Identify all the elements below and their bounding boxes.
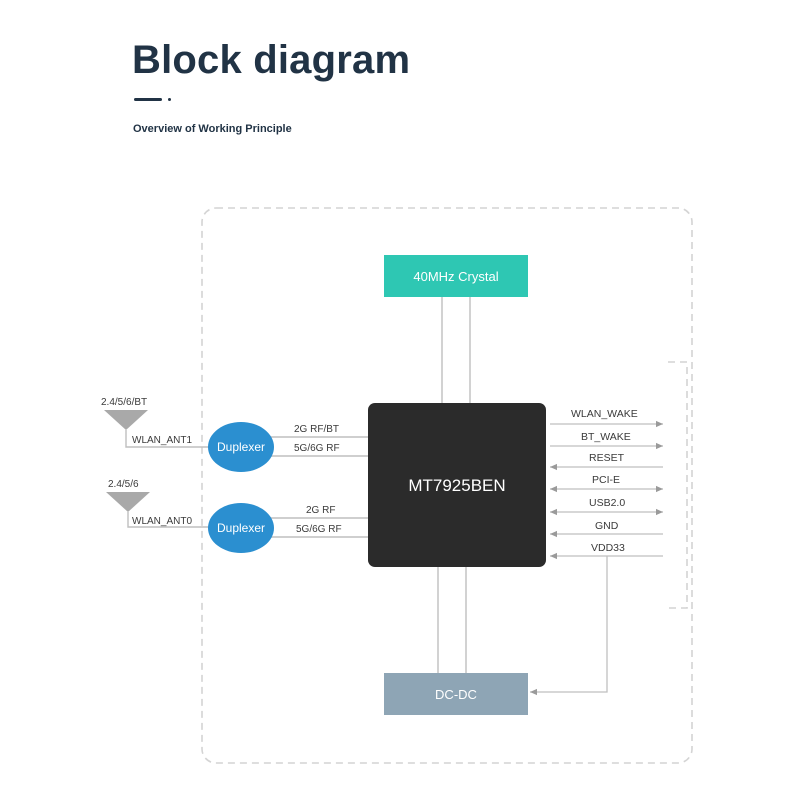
antenna-0-band: 2.4/5/6 [108, 479, 139, 490]
signal-label: USB2.0 [589, 497, 625, 509]
crystal-box [384, 255, 528, 297]
antenna-0: 2.4/5/6 WLAN_ANT0 [106, 479, 210, 528]
duplexer-1: Duplexer 2G RF/BT 5G/6G RF [208, 422, 368, 472]
edge-connector-outline [668, 361, 688, 609]
dcdc-label: DC-DC [435, 687, 477, 702]
signal-vdd33: VDD33 [530, 542, 663, 696]
signal-label: WLAN_WAKE [571, 408, 638, 420]
antenna-1-feed-line [125, 430, 210, 448]
signal-label: RESET [589, 452, 625, 464]
duplexer-1-rf-top: 2G RF/BT [294, 424, 339, 435]
antenna-icon [106, 492, 150, 512]
duplexer-0: Duplexer 2G RF 5G/6G RF [208, 503, 368, 553]
signal-label: VDD33 [591, 542, 625, 554]
title-underline [134, 98, 162, 101]
dcdc-block: DC-DC [384, 673, 528, 715]
antenna-icon [104, 410, 148, 430]
antenna-1: 2.4/5/6/BT WLAN_ANT1 [101, 397, 210, 448]
duplexer-1-shape [208, 422, 274, 472]
antenna-0-name: WLAN_ANT0 [132, 516, 192, 527]
signal-pci-e: PCI-E [550, 474, 663, 493]
page-title: Block diagram [132, 38, 411, 82]
crystal-label: 40MHz Crystal [413, 269, 498, 284]
signal-bt-wake: BT_WAKE [550, 431, 663, 450]
antenna-0-feed-line [127, 512, 210, 528]
title-underline-dot [168, 98, 171, 101]
duplexer-0-shape [208, 503, 274, 553]
signal-label: BT_WAKE [581, 431, 631, 443]
dcdc-box [384, 673, 528, 715]
signal-gnd: GND [550, 520, 663, 538]
duplexer-1-label: Duplexer [217, 440, 265, 454]
duplexer-0-rf-bottom: 5G/6G RF [296, 524, 342, 535]
vdd33-to-dcdc-line [530, 556, 608, 696]
chip-label: MT7925BEN [408, 476, 505, 495]
antenna-1-name: WLAN_ANT1 [132, 435, 192, 446]
chip-box [368, 403, 546, 567]
signal-label: GND [595, 520, 619, 532]
duplexer-1-rf-bottom: 5G/6G RF [294, 443, 340, 454]
antenna-1-band: 2.4/5/6/BT [101, 397, 147, 408]
duplexer-0-rf-top: 2G RF [306, 505, 335, 516]
duplexer-0-label: Duplexer [217, 521, 265, 535]
chip-block: MT7925BEN [368, 403, 546, 567]
signal-usb2: USB2.0 [550, 497, 663, 516]
signal-wlan-wake: WLAN_WAKE [550, 408, 663, 428]
page-subtitle: Overview of Working Principle [133, 123, 292, 135]
crystal-block: 40MHz Crystal [384, 255, 528, 297]
signal-reset: RESET [550, 452, 663, 471]
signal-label: PCI-E [592, 474, 620, 486]
module-outline [201, 207, 693, 764]
